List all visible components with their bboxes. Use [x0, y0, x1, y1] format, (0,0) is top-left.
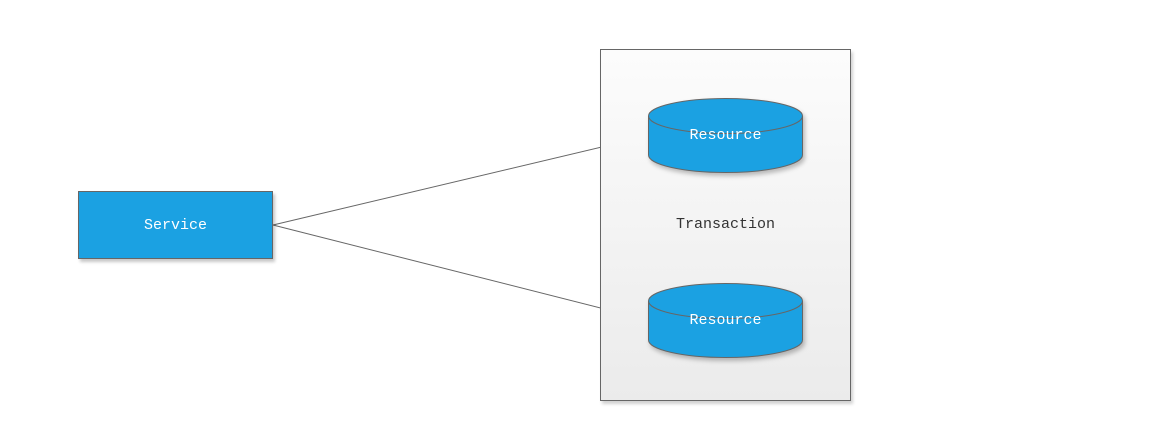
cylinder-body [648, 283, 803, 358]
resource-node-2[interactable]: Resource [648, 283, 803, 358]
edge-service-to-resource-1[interactable] [272, 134, 649, 226]
database-cylinder-icon [648, 283, 803, 358]
edge-service-to-resource-2[interactable] [272, 224, 649, 321]
cylinder-body [648, 98, 803, 173]
service-node[interactable]: Service [78, 191, 273, 259]
service-label: Service [143, 216, 207, 234]
cylinder-rim [648, 300, 803, 319]
resource-label-1: Resource [689, 127, 762, 144]
database-cylinder-icon [648, 98, 803, 173]
resource-node-1[interactable]: Resource [648, 98, 803, 173]
cylinder-rim [648, 115, 803, 134]
resource-label-2: Resource [689, 312, 762, 329]
transaction-label: Transaction [675, 216, 776, 233]
